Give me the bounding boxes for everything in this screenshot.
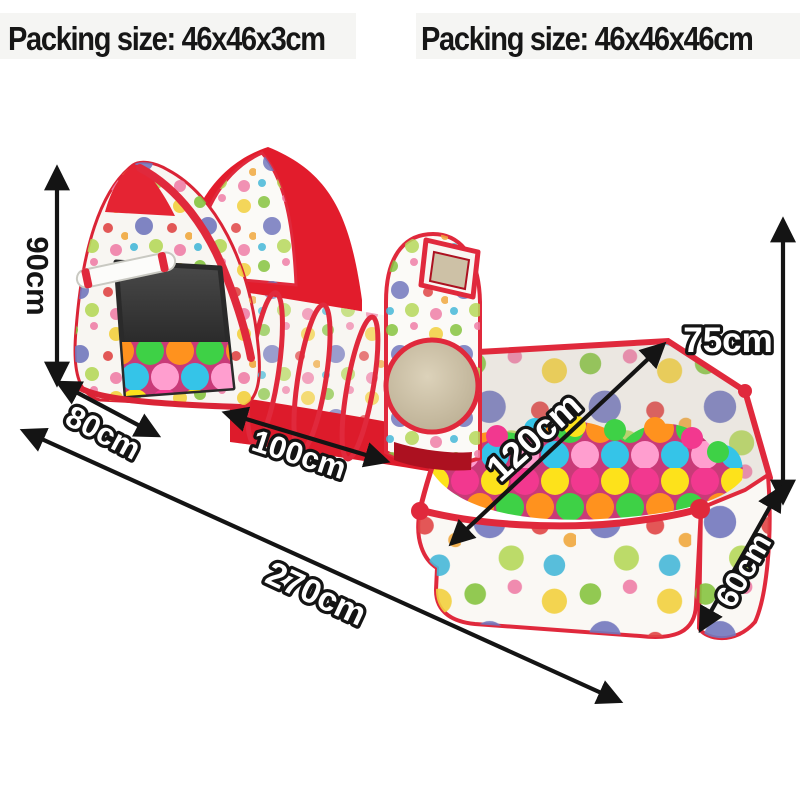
arrow-overall-length bbox=[19, 427, 624, 705]
packing-size-label-pit: Packing size: 46x46x46cm bbox=[421, 20, 754, 57]
dim-label-tent-height: 90cm bbox=[20, 236, 55, 315]
pit-corner-accent bbox=[690, 499, 710, 519]
arrow-tent-base-width bbox=[54, 380, 162, 438]
hoop-net bbox=[428, 250, 471, 291]
label-background-strip-left bbox=[0, 13, 356, 59]
arrow-pit-side-length bbox=[698, 484, 783, 634]
rolled-up-door bbox=[75, 251, 177, 289]
dim-label-pit-wall-height: 75cm bbox=[683, 321, 773, 360]
small-tent bbox=[73, 160, 261, 410]
hoop-wall bbox=[383, 231, 482, 471]
label-background-strip-right bbox=[416, 13, 800, 59]
packing-size-label-tent: Packing size: 46x46x3cm bbox=[8, 20, 326, 57]
pit-corner-accent bbox=[411, 502, 429, 520]
pit-corner-accent bbox=[738, 384, 752, 398]
dim-label-overall-length: 270cm bbox=[260, 554, 372, 633]
basketball-hoop bbox=[418, 237, 481, 300]
tunnel-port-mesh bbox=[383, 337, 481, 435]
small-tent-apex-cap bbox=[105, 165, 175, 216]
small-tent-roof-seam bbox=[136, 164, 255, 362]
